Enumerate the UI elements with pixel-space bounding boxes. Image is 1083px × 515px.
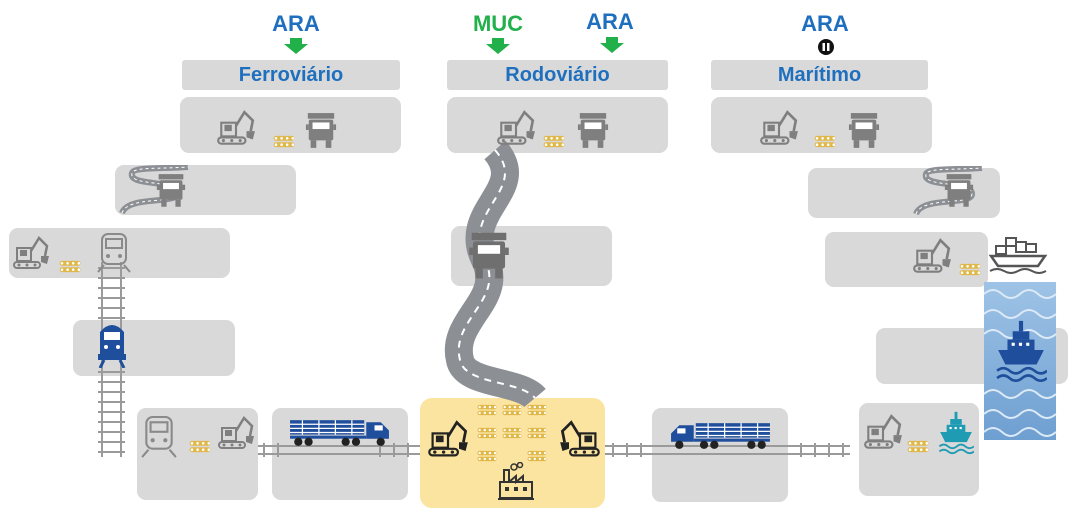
logs-icon: [476, 404, 498, 416]
ship-icon: [995, 312, 1047, 388]
logs-icon: [501, 404, 523, 416]
pause-icon: [818, 39, 834, 55]
logs-icon: [58, 260, 82, 273]
factory-hub: [420, 398, 605, 508]
cargo-ship-icon: [988, 234, 1048, 274]
railway-horizontal-left: [258, 443, 420, 457]
railway-horizontal-right: [605, 443, 850, 457]
excavator-icon: [215, 108, 257, 150]
arrow-down-icon: [600, 37, 624, 53]
train-front-icon: [96, 231, 132, 273]
header-rodoviario: Rodoviário: [447, 60, 668, 90]
ferroviario-tag-ara: ARA: [272, 11, 320, 36]
rodoviario-tag-muc: MUC: [472, 11, 524, 36]
winding-road: [444, 140, 546, 409]
excavator-icon: [758, 108, 800, 150]
logs-icon: [813, 135, 837, 148]
maritimo-tag-ara: ARA: [801, 11, 849, 36]
logs-icon: [272, 135, 296, 148]
train-front-icon: [140, 414, 178, 458]
maritimo-step-3: [825, 232, 988, 287]
log-truck-icon: [288, 416, 391, 447]
excavator-icon: [426, 418, 470, 462]
header-ferroviario: Ferroviário: [182, 60, 400, 90]
rodoviario-tag-ara: ARA: [586, 9, 634, 34]
logs-icon: [526, 427, 548, 439]
excavator-icon: [216, 414, 256, 454]
truck-icon: [848, 110, 880, 150]
truck-icon: [156, 172, 186, 208]
truck-icon: [577, 110, 609, 150]
logs-icon: [906, 440, 930, 453]
header-maritimo: Marítimo: [711, 60, 928, 90]
logs-icon: [542, 135, 566, 148]
arrow-down-icon: [284, 38, 308, 54]
factory-icon: [496, 462, 536, 502]
ship-icon: [938, 406, 974, 458]
arrow-down-icon: [486, 38, 510, 54]
truck-icon: [305, 110, 337, 150]
excavator-icon: [862, 412, 904, 454]
log-truck-icon: [669, 419, 772, 450]
ferroviario-step-2: [115, 165, 296, 215]
logs-icon: [188, 440, 212, 453]
logs-icon: [526, 450, 548, 462]
logs-icon: [476, 427, 498, 439]
logs-icon: [958, 263, 982, 276]
excavator-icon: [11, 234, 51, 274]
excavator-icon: [495, 108, 537, 150]
truck-icon: [468, 230, 510, 280]
excavator-icon: [558, 418, 602, 462]
ferroviario-step-5: [137, 408, 258, 500]
logs-icon: [501, 427, 523, 439]
logs-icon: [476, 450, 498, 462]
truck-icon: [944, 172, 974, 208]
logs-icon: [526, 404, 548, 416]
locomotive-icon: [94, 318, 130, 368]
excavator-icon: [911, 236, 953, 278]
